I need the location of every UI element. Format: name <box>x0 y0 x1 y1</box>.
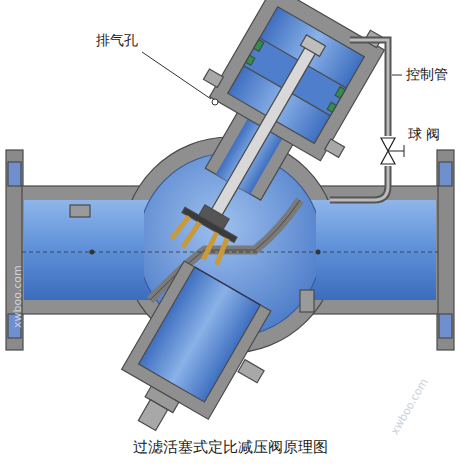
vent-hole <box>212 99 218 105</box>
center-line <box>22 252 438 253</box>
filter-cylinder <box>104 261 292 462</box>
part-label: 球 阀 <box>408 126 440 143</box>
watermark: xwboo.com <box>388 376 431 437</box>
part-label: 排气孔 <box>96 32 138 49</box>
part-label: 控制管 <box>406 66 448 83</box>
leader-line <box>142 52 211 99</box>
pressure-port <box>90 250 95 255</box>
pressure-port <box>316 250 321 255</box>
control-pipe <box>330 40 388 200</box>
leader-line <box>392 75 402 76</box>
ball-valve-symbol <box>380 136 404 166</box>
control-pipe <box>330 40 388 200</box>
figure-caption: 过滤活塞式定比减压阀原理图 <box>133 438 328 456</box>
piston-chamber <box>125 0 401 292</box>
watermark: xwboo.com <box>11 265 24 328</box>
